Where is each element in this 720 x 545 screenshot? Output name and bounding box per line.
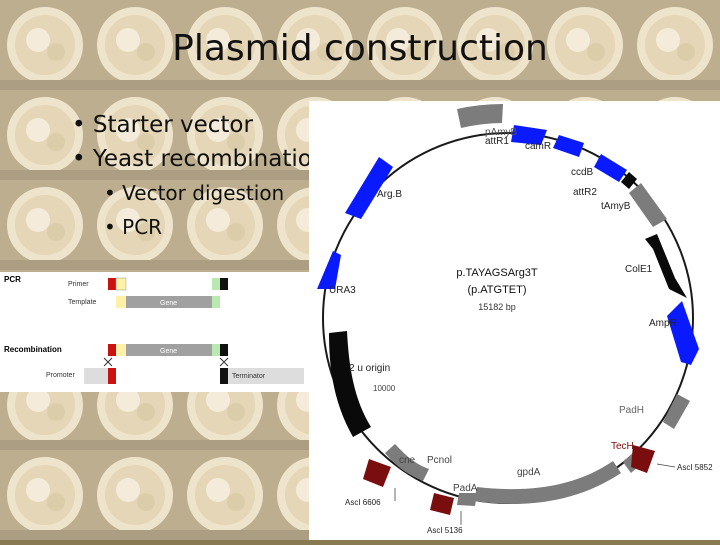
cne-label: cne <box>399 455 416 466</box>
terminator-label: Terminator <box>232 373 266 380</box>
ampr-arc <box>667 301 699 365</box>
recombination-section-label: Recombination <box>4 345 62 354</box>
primer-label: Primer <box>68 281 89 288</box>
ampr-label: AmpR <box>649 318 677 329</box>
plasmid-map-panel: pAmyB attR1 camR ccdB attR2 tAmyB ColE1 … <box>309 101 720 540</box>
cross-left-icon <box>103 357 113 367</box>
bullet-starter-vector: • Starter vector <box>72 112 253 138</box>
template-gene-label: Gene <box>160 300 177 307</box>
plasmid-size: 15182 bp <box>478 302 516 312</box>
ura3-label: URA3 <box>329 285 356 296</box>
padh-arc <box>663 394 690 429</box>
template-label: Template <box>68 299 97 306</box>
recomb-right-green <box>212 344 220 356</box>
promoter-red-end <box>108 368 116 384</box>
gpda-label: gpdA <box>517 467 541 478</box>
recomb-left-red <box>108 344 116 356</box>
bullet-list: • Starter vector • Yeast recombination •… <box>72 108 326 244</box>
ccdb-label: ccdB <box>571 167 594 178</box>
pada-arc <box>457 493 477 506</box>
gpda-arc <box>474 461 621 504</box>
two-u-origin-label: 2 u origin <box>349 363 390 374</box>
asci-5852-tick <box>656 463 676 468</box>
ura3-arc <box>317 251 341 289</box>
recomb-right-black <box>220 344 228 356</box>
cross-right-icon <box>219 357 229 367</box>
slide-title: Plasmid construction <box>172 28 548 69</box>
pcr-schematic: PCR Primer Template Gene Recombination G… <box>4 275 304 384</box>
recomb-gene-label: Gene <box>160 348 177 355</box>
pcnol-label: Pcnol <box>427 455 452 466</box>
argb-arc <box>345 157 393 219</box>
asci-6606-label: AscI 6606 <box>345 498 381 507</box>
terminator-block <box>228 368 304 384</box>
primer-left-yellow <box>115 277 127 291</box>
template-right-green <box>212 296 220 308</box>
argb-label: Arg.B <box>377 189 402 200</box>
attr2-arc <box>621 172 637 189</box>
pcr-schematic-panel: PCR Primer Template Gene Recombination G… <box>0 272 312 392</box>
tech-label: TecH <box>611 441 634 452</box>
tamyb-arc <box>629 183 667 227</box>
tech-site-block <box>631 445 655 473</box>
camr-label: camR <box>525 141 551 152</box>
asci-5852-label: AscI 5852 <box>677 463 713 472</box>
terminator-black-end <box>220 368 228 384</box>
tamyb-label: tAmyB <box>601 201 631 212</box>
plasmid-map: pAmyB attR1 camR ccdB attR2 tAmyB ColE1 … <box>317 103 713 535</box>
pcr-section-label: PCR <box>4 275 21 284</box>
padh-label: PadH <box>619 405 644 416</box>
plasmid-alias: (p.ATGTET) <box>467 284 526 296</box>
primer-right-green <box>212 278 220 290</box>
asci-5136-label: AscI 5136 <box>427 526 463 535</box>
pada-site-block <box>430 493 454 515</box>
camr-arc <box>553 135 584 157</box>
bullet-yeast-recombination: • Yeast recombination <box>72 146 327 172</box>
cole1-arc <box>645 234 687 298</box>
attr1-arc <box>511 125 547 145</box>
attr1-label: attR1 <box>485 136 509 147</box>
primer-right-black <box>220 278 228 290</box>
recomb-gene-block <box>126 344 212 356</box>
recomb-left-yellow <box>116 344 126 356</box>
sub-bullet-pcr: • PCR <box>104 215 163 239</box>
promoter-label: Promoter <box>46 372 75 379</box>
primer-left-red <box>108 278 116 290</box>
ccdb-arc <box>594 154 627 182</box>
template-gene-block <box>126 296 212 308</box>
pcnol-arc <box>385 444 429 481</box>
pada-label: PadA <box>453 483 478 494</box>
sub-bullet-vector-digestion: • Vector digestion <box>104 181 285 205</box>
cne-site-block <box>363 459 391 487</box>
plasmid-name: p.TAYAGSArg3T <box>456 267 538 279</box>
attr2-label: attR2 <box>573 187 597 198</box>
two-u-origin-arc <box>329 331 371 437</box>
cole1-label: ColE1 <box>625 264 653 275</box>
template-left-yellow <box>116 296 126 308</box>
pamyb-label: pAmyB <box>485 127 518 138</box>
tick-10000-label: 10000 <box>373 384 396 393</box>
pamyb-arc <box>457 103 503 128</box>
